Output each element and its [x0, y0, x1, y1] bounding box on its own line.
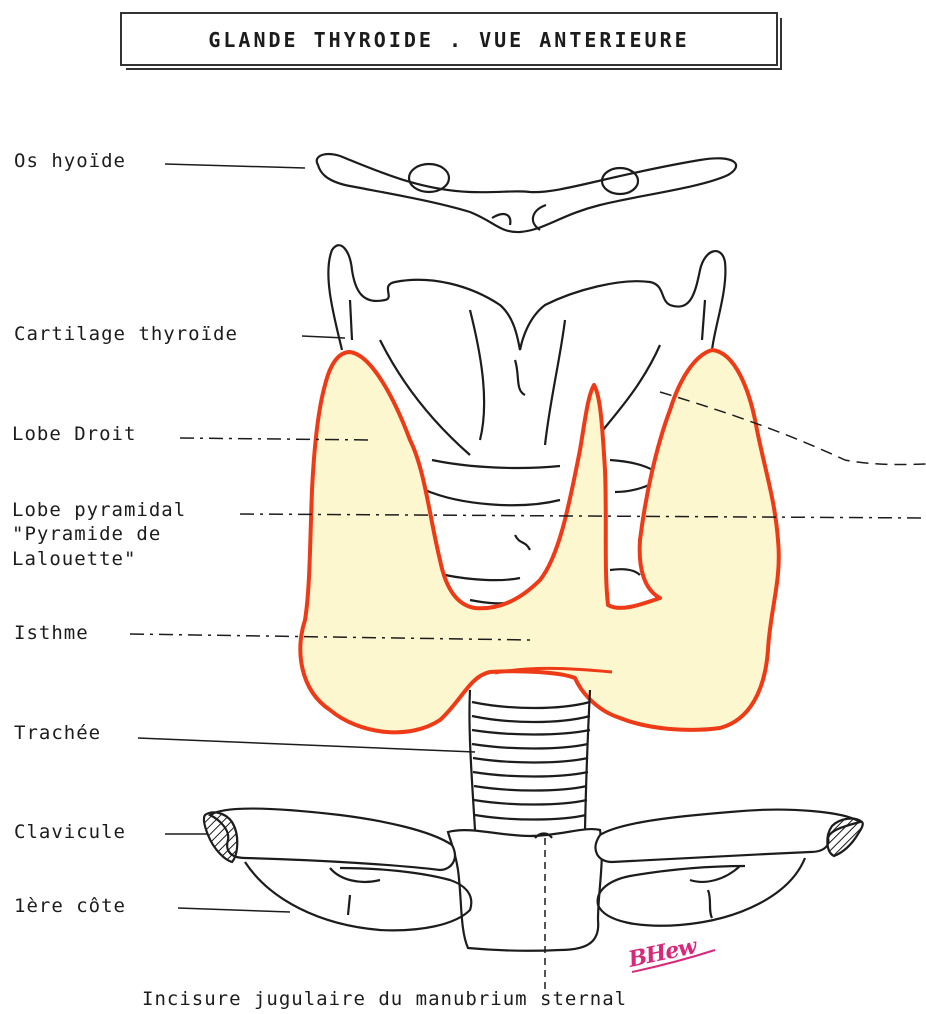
- leader-lines: [130, 164, 926, 990]
- label-incisure-jugulaire: Incisure jugulaire du manubrium sternal: [142, 986, 627, 1012]
- label-premiere-cote: 1ère côte: [14, 893, 126, 919]
- label-lalouette: Lalouette": [12, 546, 136, 572]
- manubrium: [448, 829, 602, 951]
- hyoid-bone: [317, 154, 736, 232]
- label-trachee: Trachée: [14, 720, 101, 746]
- first-ribs: [245, 858, 805, 930]
- label-pyramide-de: "Pyramide de: [12, 521, 161, 547]
- leader-premiere-cote: [178, 908, 290, 912]
- label-clavicule: Clavicule: [14, 819, 126, 845]
- clavicles: [204, 809, 863, 870]
- leader-trachee: [138, 738, 475, 752]
- label-isthme: Isthme: [14, 620, 89, 646]
- label-lobe-droit: Lobe Droit: [12, 421, 136, 447]
- label-os-hyoide: Os hyoïde: [14, 148, 126, 174]
- label-lobe-pyramidal: Lobe pyramidal: [12, 497, 186, 523]
- leader-os-hyoide: [165, 164, 305, 168]
- label-cartilage-thyroide: Cartilage thyroïde: [14, 321, 238, 347]
- trachea: [469, 690, 590, 830]
